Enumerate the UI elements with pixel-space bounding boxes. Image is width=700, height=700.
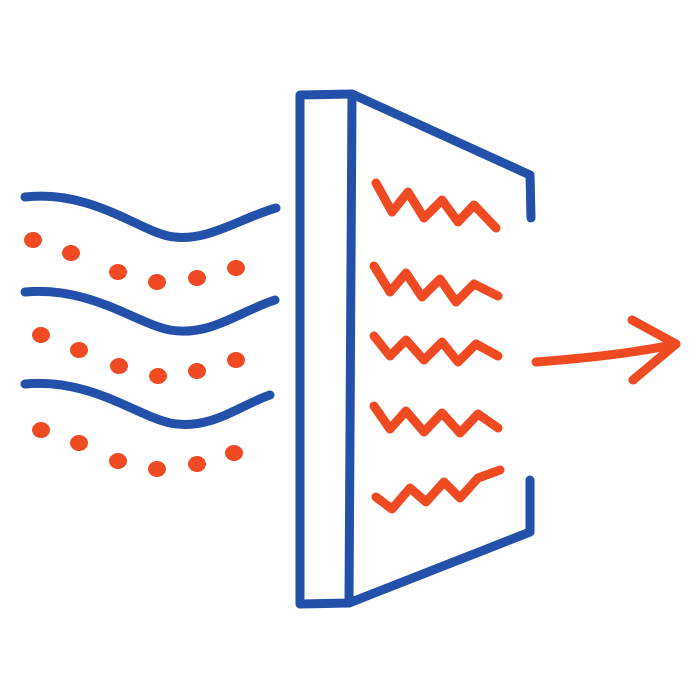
filter-front-panel [295,89,357,609]
zigzag-pleat-icon [369,261,503,307]
incoming-air-waves [20,191,281,429]
dust-particle-icon [62,245,80,261]
air-wave-icon [20,286,280,336]
dust-particle-icon [32,327,50,343]
dust-particles [24,232,245,477]
dust-particle-icon [149,368,167,384]
dust-particle-icon [148,461,166,477]
dust-particle-icon [188,456,206,472]
air-wave-icon [20,378,275,429]
dust-particle-row [32,327,245,384]
arrow-right-icon [531,315,681,385]
filter-frame-icon [295,89,536,609]
dust-particle-icon [109,264,127,280]
zigzag-pleat-icon [369,401,503,438]
zigzag-pleat-icon [371,465,505,514]
dust-particle-icon [188,363,206,379]
dust-particle-icon [24,232,42,248]
dust-particle-icon [227,352,245,368]
filter-bottom-edge [344,475,535,608]
dust-particle-row [24,232,245,290]
zigzag-pleat-icon [371,178,501,233]
arrow-shaft [531,339,681,367]
dust-particle-icon [70,435,88,451]
dust-particle-icon [227,260,245,276]
zigzag-pleat-icon [369,331,503,367]
filter-media [369,178,505,514]
filter-top-edge [347,89,536,223]
dust-particle-icon [188,270,206,286]
dust-particle-icon [70,342,88,358]
dust-particle-icon [109,453,127,469]
dust-particle-row [32,422,243,477]
dust-particle-icon [225,445,243,461]
dust-particle-icon [110,358,128,374]
dust-particle-icon [32,422,50,438]
dust-particle-icon [148,274,166,290]
arrow-head [627,315,681,385]
air-wave-icon [20,191,281,242]
